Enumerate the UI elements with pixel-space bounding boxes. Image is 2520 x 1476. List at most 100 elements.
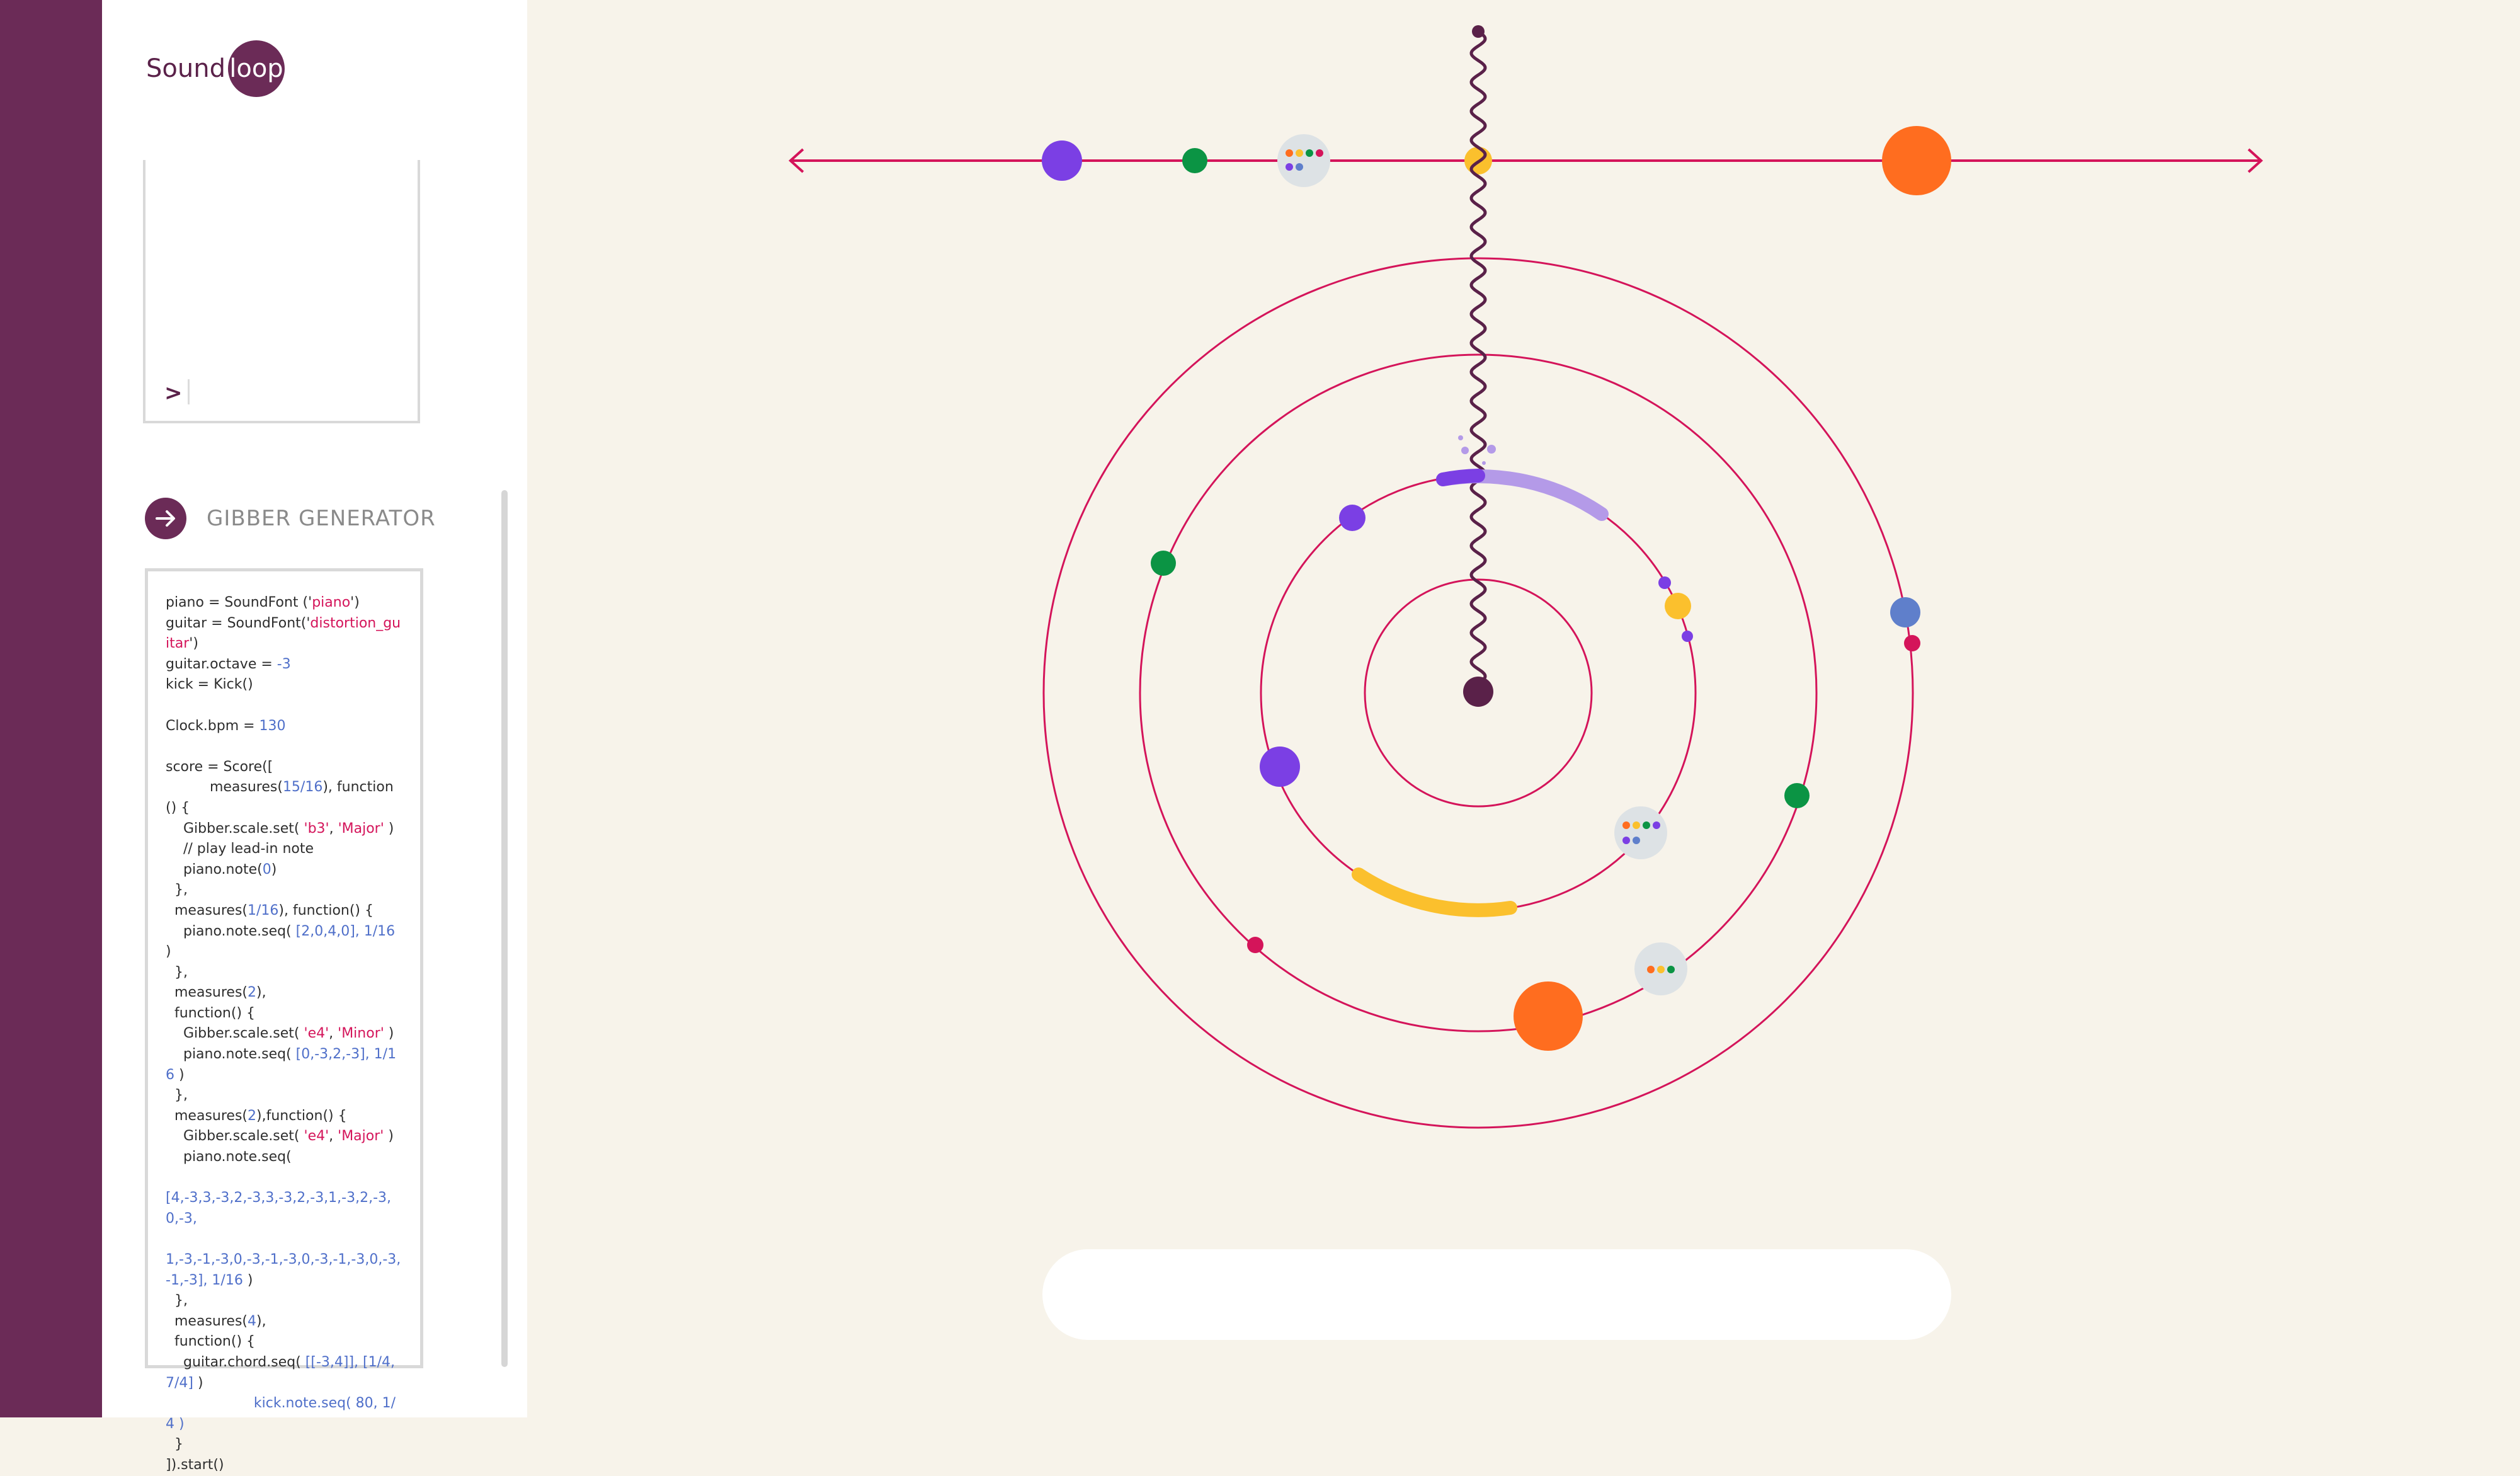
code-token: ]).start() [166,1456,224,1473]
code-token: 'e4' [304,1026,329,1042]
code-text[interactable]: piano = SoundFont ('piano')guitar = Soun… [166,593,404,1476]
code-line: guitar = SoundFont('distortion_guitar') [166,614,404,655]
code-token: ), [256,985,266,1001]
code-line: }, [166,1291,404,1312]
timeline-node-orange[interactable] [1882,126,1951,195]
command-input[interactable] [1042,1249,1951,1340]
code-token: measures( [166,985,248,1001]
code-token: piano.note( [166,861,263,878]
timeline-node-green[interactable] [1182,148,1207,173]
code-line: guitar.chord.seq( [[-3,4]], [1/4,7/4] ) [166,1353,404,1393]
code-line: Clock.bpm = 130 [166,716,404,737]
arrow-right-icon [156,510,175,527]
console-prompt: > [164,380,183,406]
code-token: ), function() { [278,902,374,918]
code-token: 2 [248,985,256,1001]
orbit-node-green[interactable] [1784,783,1810,808]
code-token: -3 [277,656,291,672]
code-token: score = Score([ [166,758,273,775]
code-line: Gibber.scale.set( 'b3', 'Major' ) [166,819,404,840]
code-token: ) [193,1375,203,1391]
sidebar-scrollbar[interactable] [501,490,508,1367]
code-token: piano = SoundFont (' [166,595,312,610]
orbit-node-magenta[interactable] [1904,635,1920,651]
code-token: 'Major' [338,1128,384,1145]
code-token: Gibber.scale.set( [166,1128,304,1145]
orbit-node-yellow[interactable] [1665,593,1691,619]
code-token: piano [312,595,351,610]
code-line: piano = SoundFont ('piano') [166,593,404,614]
orbit-node-cluster-small[interactable] [1634,942,1687,995]
code-token: measures( [166,1107,248,1124]
code-line: Gibber.scale.set( 'e4', 'Major' ) [166,1126,404,1147]
code-line: kick = Kick() [166,675,404,695]
logo-sound-text: Sound [146,54,225,83]
sparkle-dot [1458,435,1463,440]
orbit-node-purple-large[interactable] [1260,747,1300,787]
code-token: 130 [259,718,286,734]
code-token: , [329,820,338,837]
orbit-node-green[interactable] [1151,551,1176,576]
code-token: }, [166,1087,188,1104]
code-editor[interactable]: piano = SoundFont ('piano')guitar = Soun… [145,568,423,1473]
code-token: 1/16 [248,902,279,918]
code-token: 'b3' [304,820,329,837]
code-line: ]).start() [166,1455,404,1476]
generator-title: GIBBER GENERATOR [207,506,436,531]
code-line: }, [166,880,404,901]
orbit-ring-inner [1364,578,1593,808]
code-token: Gibber.scale.set( [166,1026,304,1042]
code-token: measures( [166,1313,248,1329]
orbit-node-orange[interactable] [1514,981,1583,1051]
code-token: ) [271,861,277,878]
orbit-node-magenta[interactable] [1247,937,1263,953]
orbit-node-purple-tiny[interactable] [1658,576,1671,589]
code-token: measures( [166,779,283,796]
code-line: measures(4), [166,1312,404,1332]
orbit-node-cluster[interactable] [1614,806,1667,859]
code-line: piano.note(0) [166,860,404,881]
code-token: 2 [248,1107,256,1124]
code-token: [2,0,4,0], 1/16 [295,923,396,939]
orbit-node-purple-tiny[interactable] [1682,631,1693,642]
orbit-ring-3 [1139,353,1818,1033]
code-line: score = Score([ [166,757,404,778]
sparkle-dot [1482,461,1486,465]
code-token: }, [166,882,188,898]
arrow-head-right-icon [2247,148,2263,173]
playhead-center-dot[interactable] [1463,677,1493,707]
code-token: guitar.chord.seq( [166,1354,305,1370]
console-panel[interactable]: > [143,160,420,423]
code-token: ) [166,923,400,960]
orbit-node-purple-small[interactable] [1339,505,1365,531]
code-line: measures(1/16), function() { [166,901,404,922]
code-line: measures(2), [166,983,404,1004]
code-line: }, [166,1085,404,1106]
code-token: ),function() { [256,1107,347,1124]
code-line: guitar.octave = -3 [166,655,404,675]
code-line: measures(2),function() { [166,1106,404,1127]
code-line: function() { [166,1004,404,1024]
code-token: kick = Kick() [166,677,253,693]
timeline-node-cluster[interactable] [1277,134,1330,187]
code-token: [0,-3,2,-3], 1/16 [166,1046,397,1083]
code-token: function() { [166,1005,256,1021]
timeline-node-purple[interactable] [1042,140,1082,181]
code-token: ), function() { [166,779,394,816]
code-token: guitar = SoundFont(' [166,615,311,631]
code-token: ) [242,1272,253,1288]
code-line: Gibber.scale.set( 'e4', 'Minor' ) [166,1024,404,1044]
code-line: function() { [166,1332,404,1353]
code-token: ), [256,1313,266,1329]
orbit-node-blue[interactable] [1890,597,1920,627]
generator-run-button[interactable] [145,498,186,539]
console-caret[interactable] [188,379,190,404]
orbit-ring-outer [1042,257,1914,1129]
code-token: Gibber.scale.set( [166,820,304,837]
code-token: }, [166,964,188,980]
code-token: Clock.bpm = [166,718,259,734]
code-token: ) [384,820,394,837]
code-token: 1,-3,-1,-3,0,-3,-1,-3,0,-3,-1,-3,0,-3,-1… [166,1252,401,1288]
progress-arc-purple [1436,469,1485,486]
code-token: ) [384,1026,394,1042]
